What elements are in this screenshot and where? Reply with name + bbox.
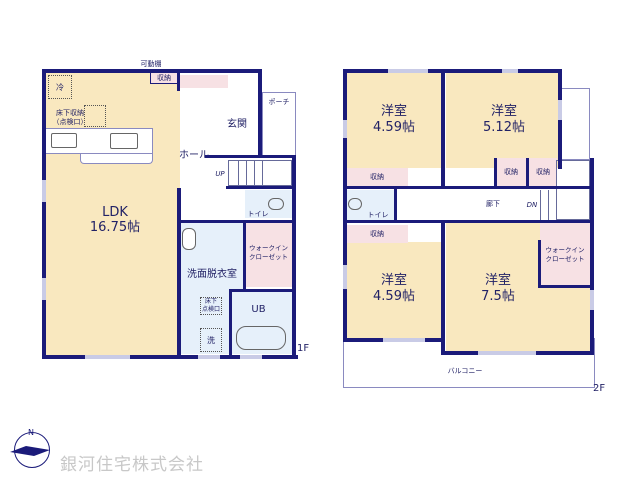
toilet-1f-label: トイレ (247, 210, 269, 218)
western-ne-size: 5.12帖 (483, 120, 525, 135)
toilet-2f (346, 190, 394, 220)
underfloor-storage (84, 105, 106, 127)
sink-icon (110, 133, 138, 149)
ldk-name: LDK (102, 205, 128, 220)
floor-1-label: 1F (297, 343, 310, 354)
compass-north-label: N (28, 428, 34, 437)
shoe-storage (180, 75, 228, 88)
western-se-name: 洋室 (484, 273, 511, 288)
storage-ne2 (529, 158, 557, 186)
walk-in-closet-2f-label: ウォークイン クローゼット (545, 246, 585, 263)
hall-label: ホール (179, 150, 209, 161)
western-nw-size: 4.59帖 (373, 120, 415, 135)
floor-2-label: 2F (593, 383, 606, 394)
company-name: 銀河住宅株式会社 (60, 455, 204, 475)
porch-label: ポーチ (268, 98, 290, 106)
ldk-room (45, 72, 180, 356)
underfloor-inspection-label: 床下 点検口 (201, 298, 220, 313)
toilet-2f-icon (348, 198, 362, 210)
storage-ne1-label: 収納 (504, 168, 518, 176)
bath-label: UB (251, 304, 266, 315)
walk-in-closet-1f-label: ウォークイン クローゼット (249, 244, 288, 261)
balcony (343, 338, 595, 388)
western-room-nw (346, 72, 442, 168)
storage-sw (346, 225, 408, 243)
entrance-label: 玄関 (227, 119, 247, 130)
western-room-sw (346, 242, 442, 338)
toilet-2f-label: トイレ (367, 211, 389, 219)
stairs-2f (556, 160, 590, 220)
stairs-1f (228, 160, 292, 186)
underfloor-inspection (200, 297, 222, 315)
western-sw-size: 4.59帖 (373, 289, 415, 304)
walk-in-closet-2f (540, 222, 590, 286)
walk-in-closet-1f (245, 222, 292, 287)
outer-frame-ne (560, 88, 590, 160)
toilet-icon (268, 198, 284, 210)
washroom-label: 洗面脱衣室 (187, 269, 237, 280)
stairs-down-label: DN (526, 201, 538, 209)
fridge-label: 冷 (56, 83, 64, 92)
fridge-space (48, 75, 72, 99)
washer-label: 洗 (207, 336, 215, 345)
balcony-label: バルコニー (447, 367, 483, 375)
storage-ne1 (496, 158, 526, 186)
washer-space (200, 328, 222, 352)
compass-needle-icon (10, 446, 50, 456)
underfloor-storage-label: 床下収納 （点検口） (52, 109, 88, 126)
movable-shelf-label: 可動棚 (140, 60, 162, 68)
kitchen-peninsula (80, 154, 153, 164)
corridor-label: 廊下 (486, 200, 500, 208)
western-ne-name: 洋室 (490, 104, 517, 119)
stairs-up-label: UP (215, 170, 225, 178)
ldk-storage-label: 収納 (157, 74, 171, 82)
stove-icon (51, 133, 77, 148)
western-sw-name: 洋室 (380, 273, 407, 288)
storage-sw-label: 収納 (370, 230, 384, 238)
wash-basin-icon (182, 228, 196, 250)
western-room-ne (446, 72, 560, 168)
western-nw-name: 洋室 (380, 104, 407, 119)
ldk-size: 16.75帖 (89, 220, 141, 235)
bathtub-icon (236, 326, 286, 350)
storage-nw (346, 168, 408, 186)
storage-nw-label: 収納 (370, 173, 384, 181)
kitchen-counter (45, 128, 153, 154)
storage-ne2-label: 収納 (536, 168, 550, 176)
western-se-size: 7.5帖 (481, 289, 515, 304)
